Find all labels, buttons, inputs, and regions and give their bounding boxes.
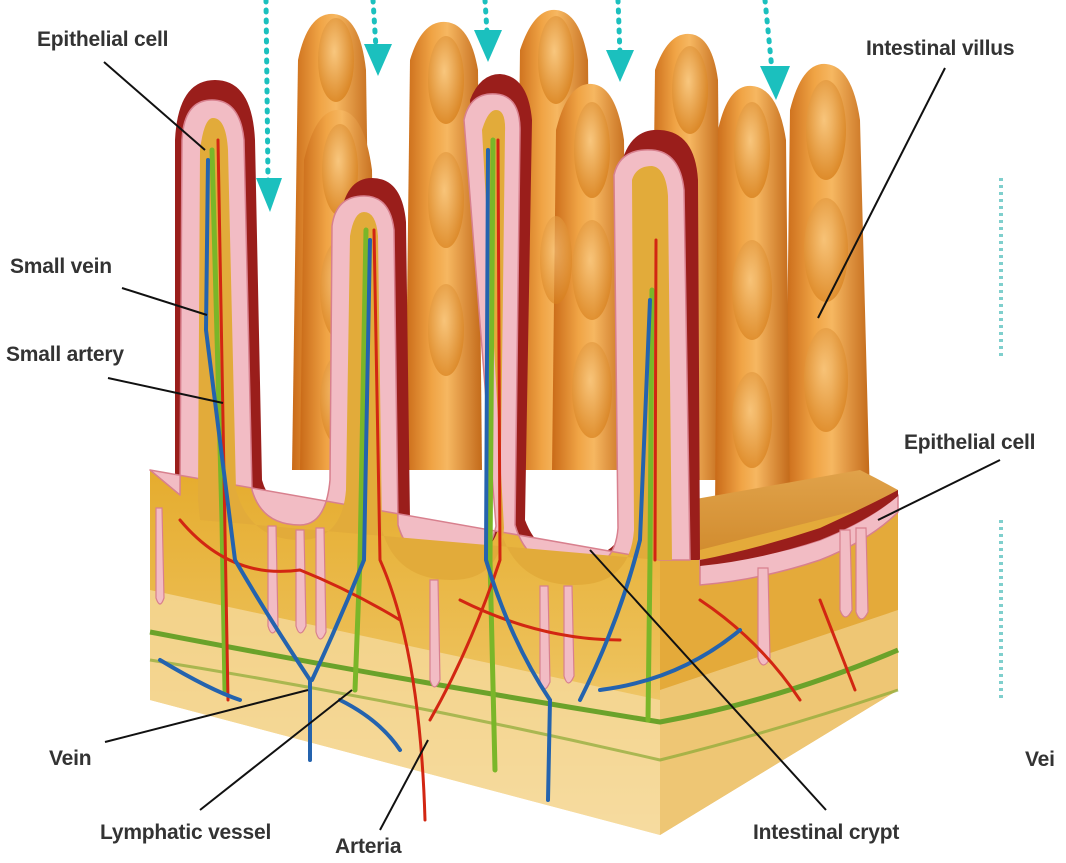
label-small-artery: Small artery — [6, 343, 124, 367]
arrow-head-1 — [256, 178, 282, 212]
label-epithelial-cell-right: Epithelial cell — [904, 431, 1035, 455]
arrow-head-4 — [606, 50, 634, 82]
label-small-vein: Small vein — [10, 255, 112, 279]
arrow-head-3 — [474, 30, 502, 62]
label-vein-cropped: Vei — [1025, 748, 1055, 772]
label-arteria: Arteria — [335, 835, 401, 859]
label-epithelial-cell-top: Epithelial cell — [37, 28, 168, 52]
label-vein: Vein — [49, 747, 91, 771]
label-lymphatic-vessel: Lymphatic vessel — [100, 821, 271, 845]
label-intestinal-crypt: Intestinal crypt — [753, 821, 899, 845]
arrow-head-2 — [364, 44, 392, 76]
label-intestinal-villus: Intestinal villus — [866, 37, 1014, 61]
